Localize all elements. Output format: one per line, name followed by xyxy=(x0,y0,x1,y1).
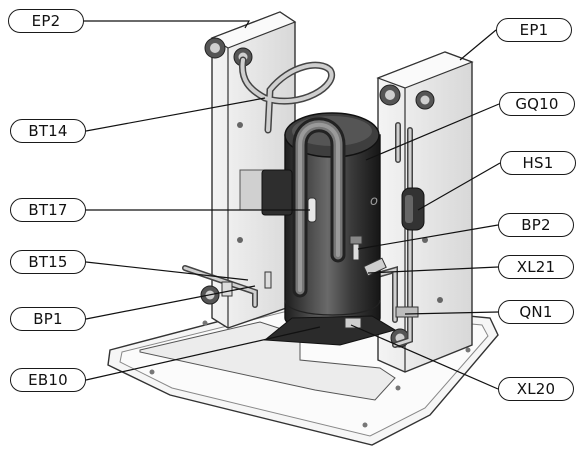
drier-hs1 xyxy=(401,187,425,231)
svg-text:o: o xyxy=(370,194,378,209)
label-eb10: EB10 xyxy=(10,368,86,392)
sensors xyxy=(221,197,363,297)
label-bp1: BP1 xyxy=(10,307,86,331)
leader-lines xyxy=(84,20,501,390)
label-qn1: QN1 xyxy=(498,300,574,324)
label-ep1: EP1 xyxy=(496,18,572,42)
label-bt17: BT17 xyxy=(10,198,86,222)
label-xl21: XL21 xyxy=(498,255,574,279)
label-ep2: EP2 xyxy=(8,9,84,33)
label-hs1: HS1 xyxy=(500,151,576,175)
heat-exchanger-ep2 xyxy=(210,11,297,329)
service-connections xyxy=(344,257,419,329)
label-bt15: BT15 xyxy=(10,250,86,274)
label-gq10: GQ10 xyxy=(499,92,575,116)
label-bt14: BT14 xyxy=(10,119,86,143)
suction-pipe-loop xyxy=(292,117,346,298)
label-bp2: BP2 xyxy=(498,213,574,237)
heat-exchanger-ep1 xyxy=(376,51,474,373)
label-xl20: XL20 xyxy=(498,377,574,401)
